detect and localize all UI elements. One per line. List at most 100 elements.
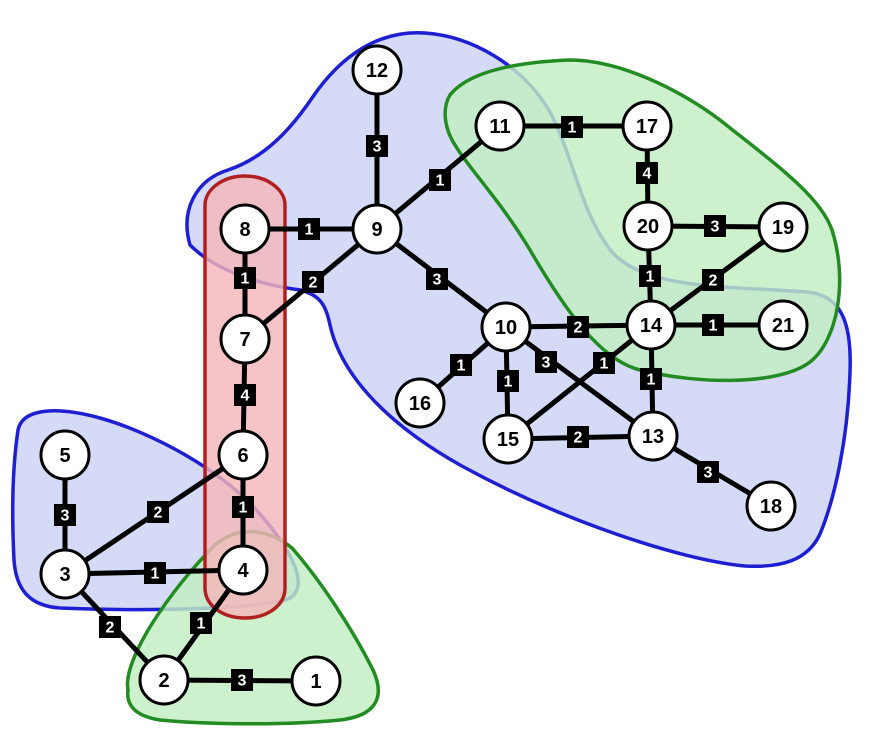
weight-label: 2 xyxy=(106,620,115,637)
node-label: 14 xyxy=(640,315,663,337)
node-11: 11 xyxy=(474,100,526,152)
edge-weight-10-13: 3 xyxy=(535,351,557,373)
node-circle xyxy=(39,548,91,600)
node-circle xyxy=(621,100,673,152)
weight-box xyxy=(697,461,719,483)
edge-weight-7-6: 4 xyxy=(234,384,256,406)
node-label: 15 xyxy=(497,429,519,451)
weight-label: 1 xyxy=(600,356,609,373)
edge-weight-10-16: 1 xyxy=(450,354,472,376)
weight-box xyxy=(144,562,166,584)
node-circle xyxy=(482,413,534,465)
edge-weight-14-21: 1 xyxy=(702,314,724,336)
node-circle xyxy=(480,301,532,353)
edge-weight-19-14: 2 xyxy=(702,269,724,291)
edge-weight-6-4: 1 xyxy=(232,496,254,518)
node-label: 20 xyxy=(637,216,659,238)
weight-label: 3 xyxy=(61,508,70,525)
node-circle xyxy=(351,203,403,255)
edge-weight-20-14: 1 xyxy=(639,265,661,287)
node-circle xyxy=(474,100,526,152)
node-label: 6 xyxy=(237,445,248,467)
node-10: 10 xyxy=(480,301,532,353)
weight-label: 1 xyxy=(305,222,314,239)
edge-weight-3-4: 1 xyxy=(144,562,166,584)
weight-label: 3 xyxy=(704,465,713,482)
node-label: 11 xyxy=(489,116,510,138)
node-17: 17 xyxy=(621,100,673,152)
node-14: 14 xyxy=(625,299,677,351)
weight-box xyxy=(302,271,324,293)
node-label: 19 xyxy=(772,217,794,239)
weight-label: 3 xyxy=(542,355,551,372)
node-7: 7 xyxy=(219,313,271,365)
node-label: 21 xyxy=(772,315,794,337)
weight-label: 1 xyxy=(504,374,513,391)
weight-label: 1 xyxy=(709,318,718,335)
node-circle xyxy=(757,299,809,351)
weight-box xyxy=(54,504,76,526)
weight-box xyxy=(426,268,448,290)
weight-box xyxy=(567,426,589,448)
weight-box xyxy=(593,352,615,374)
node-label: 4 xyxy=(237,560,249,582)
weight-label: 3 xyxy=(433,272,442,289)
weight-label: 2 xyxy=(309,275,318,292)
edge-weight-13-18: 3 xyxy=(697,461,719,483)
weight-box xyxy=(234,384,256,406)
node-circle xyxy=(394,377,446,429)
node-circle xyxy=(627,410,679,462)
weight-box xyxy=(561,116,583,138)
weight-box xyxy=(298,218,320,240)
weight-label: 1 xyxy=(457,358,466,375)
weight-label: 1 xyxy=(646,269,655,286)
edge-weight-17-20: 4 xyxy=(636,162,658,184)
weight-box xyxy=(702,314,724,336)
edge-weight-10-14: 2 xyxy=(567,316,589,338)
node-4: 4 xyxy=(217,544,269,596)
weight-label: 1 xyxy=(647,372,656,389)
weight-label: 2 xyxy=(154,505,163,522)
weight-label: 3 xyxy=(373,139,382,156)
edge-weight-3-2: 2 xyxy=(99,616,121,638)
weight-label: 2 xyxy=(574,430,583,447)
edge-weight-10-15: 1 xyxy=(497,370,519,392)
edge-weight-14-13: 1 xyxy=(640,368,662,390)
weight-label: 2 xyxy=(574,320,583,337)
weight-box xyxy=(450,354,472,376)
edge-weight-6-3: 2 xyxy=(147,501,169,523)
node-19: 19 xyxy=(757,201,809,253)
node-circle xyxy=(217,544,269,596)
node-label: 12 xyxy=(366,60,388,82)
edge-weight-2-1: 3 xyxy=(231,669,253,691)
weight-box xyxy=(231,669,253,691)
weight-box xyxy=(640,368,662,390)
edge-weight-15-13: 2 xyxy=(567,426,589,448)
edge-weight-20-19: 3 xyxy=(704,215,726,237)
region-blue-large xyxy=(185,31,852,569)
node-label: 7 xyxy=(239,329,250,351)
node-18: 18 xyxy=(745,480,797,532)
weight-box xyxy=(429,169,451,191)
weight-label: 1 xyxy=(568,120,577,137)
node-label: 16 xyxy=(409,393,431,415)
node-circle xyxy=(219,313,271,365)
node-circle xyxy=(625,299,677,351)
node-label: 3 xyxy=(59,564,70,586)
node-label: 10 xyxy=(495,317,517,339)
node-label: 13 xyxy=(642,426,664,448)
node-circle xyxy=(217,429,269,481)
node-circle xyxy=(745,480,797,532)
edge-weight-8-7: 1 xyxy=(234,267,256,289)
weight-label: 1 xyxy=(197,616,206,633)
weight-box xyxy=(497,370,519,392)
weight-label: 1 xyxy=(436,173,445,190)
edge-weight-8-9: 1 xyxy=(298,218,320,240)
node-15: 15 xyxy=(482,413,534,465)
weight-box xyxy=(636,162,658,184)
node-label: 9 xyxy=(371,219,382,241)
weight-box xyxy=(567,316,589,338)
edge-weight-12-9: 3 xyxy=(366,135,388,157)
weight-label: 4 xyxy=(643,166,652,183)
weight-label: 1 xyxy=(241,271,250,288)
